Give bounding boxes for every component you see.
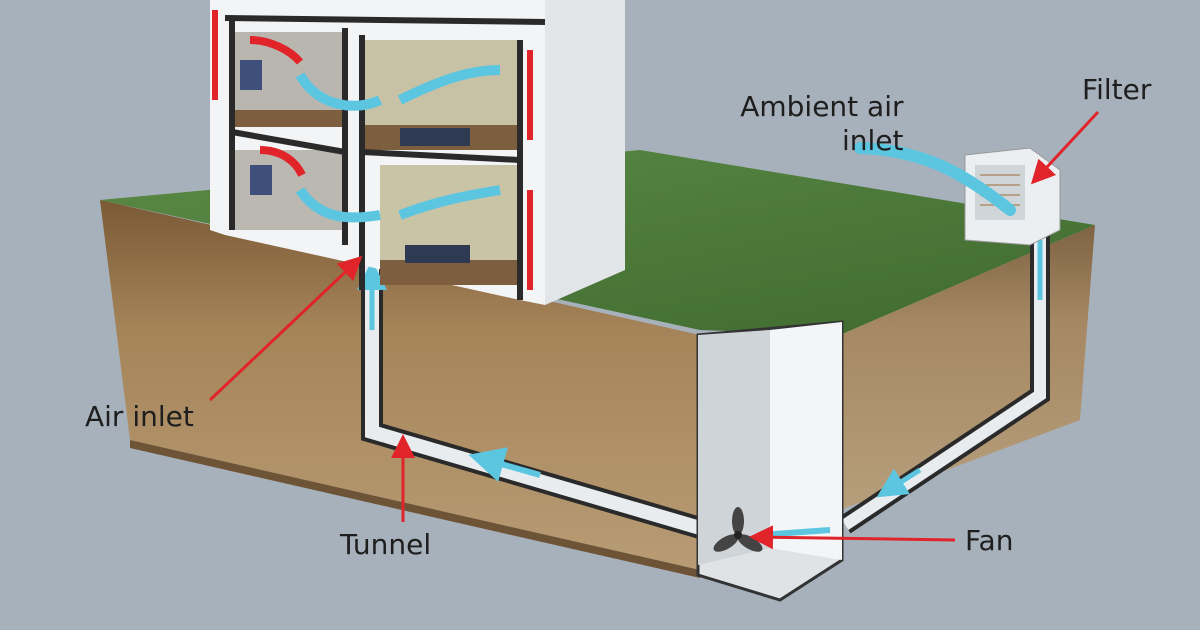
- ambient-air-inlet-label: Ambient air inlet: [730, 90, 904, 158]
- ambient-air-arrow: [854, 142, 1016, 216]
- ambient-air-inlet-label-line2: inlet: [842, 124, 904, 157]
- fan-icon: [713, 507, 763, 552]
- filter-label: Filter: [1082, 73, 1152, 106]
- filter-pointer-arrow: [1030, 110, 1100, 185]
- tunnel-label: Tunnel: [340, 528, 432, 561]
- ground-bottom-edge: [130, 440, 700, 578]
- house-cutaway: [210, 0, 625, 305]
- fan-label: Fan: [965, 524, 1014, 557]
- air-inlet-pointer-arrow: [208, 255, 363, 402]
- filter-unit: [964, 147, 1061, 246]
- air-inlet-label: Air inlet: [85, 400, 194, 433]
- ambient-air-inlet-label-line1: Ambient air: [740, 90, 904, 123]
- tunnel: [357, 230, 1050, 539]
- fan-pointer-arrow: [749, 525, 956, 550]
- fan-pit: [696, 320, 844, 602]
